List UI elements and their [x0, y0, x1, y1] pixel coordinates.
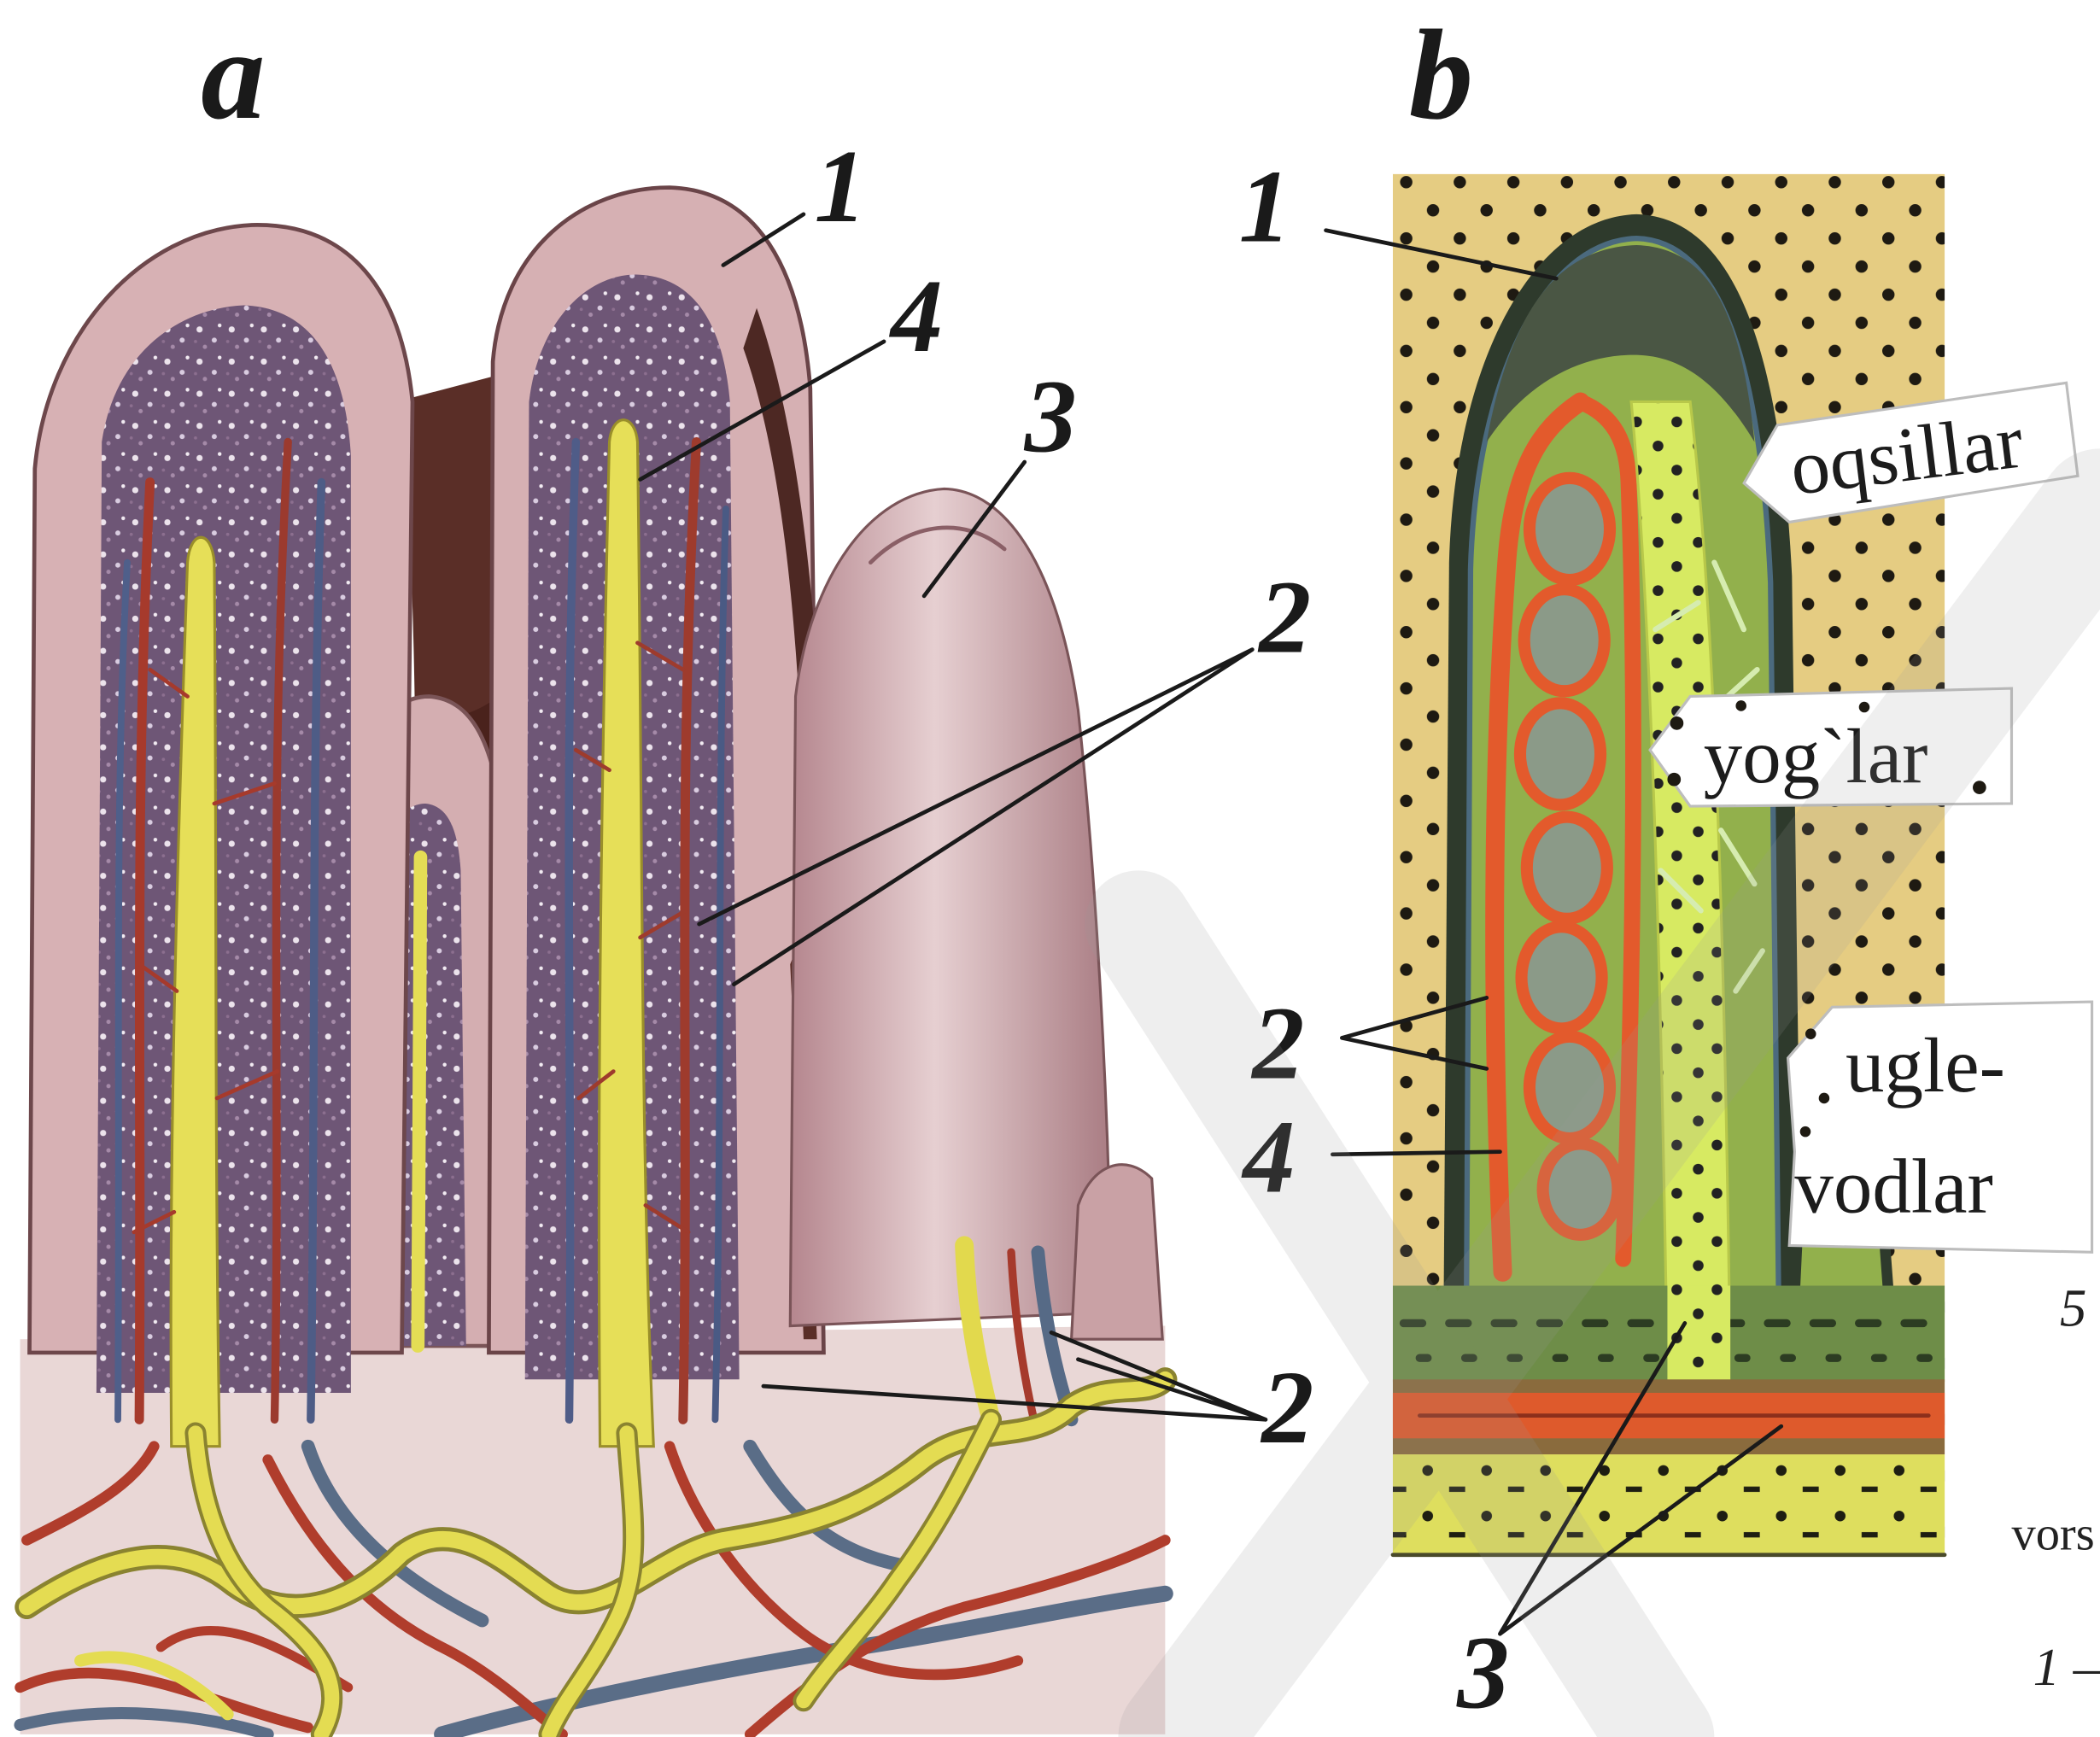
callout-middle: yog`lar: [1650, 688, 2011, 806]
fat-droplet-dot: [1859, 702, 1870, 713]
villus-right-intact: [790, 488, 1162, 1419]
label-2-lower: 2: [1260, 1350, 1313, 1465]
label-1: 1: [814, 129, 866, 244]
capillary-loop: [1530, 478, 1610, 580]
label-1: 1: [1239, 149, 1291, 264]
label-2: 2: [1250, 985, 1304, 1101]
callout-bottom-text-line2: vodlar: [1794, 1143, 1992, 1229]
panel-b: b: [1239, 3, 2092, 1730]
caption-fragments: 5 vors 1 –: [2011, 1278, 2100, 1697]
callout-middle-text: yog`lar: [1704, 713, 1928, 799]
label-2-upper: 2: [1257, 560, 1311, 676]
callout-bottom: ugle- vodlar: [1788, 1002, 2092, 1252]
lacteal: [418, 857, 420, 1346]
fat-droplet-dot: [1670, 716, 1684, 730]
villus-center-sectioned: [488, 188, 823, 1447]
caption-item-fragment: 1 –: [2033, 1637, 2100, 1697]
villus-outline: [790, 488, 1111, 1325]
carbohydrate-dot: [1805, 1028, 1816, 1039]
label-4: 4: [889, 259, 943, 374]
carbohydrate-dot: [1800, 1126, 1811, 1138]
label-3: 3: [1024, 359, 1077, 474]
villus-left-sectioned: [30, 225, 413, 1446]
caption-figure-number: 5: [2060, 1278, 2086, 1338]
label-4: 4: [1241, 1100, 1295, 1215]
caption-word-fragment: vors: [2011, 1507, 2094, 1560]
carbohydrate-dot: [1819, 1093, 1830, 1104]
capillary-loop: [1527, 817, 1607, 919]
capillary-loop: [1522, 927, 1602, 1028]
capillary-loop: [1524, 589, 1605, 691]
panel-b-title: b: [1409, 3, 1473, 146]
capillary-loop: [1520, 703, 1600, 804]
lymph-layer: [1393, 1454, 1945, 1556]
villus-outline: [1072, 1165, 1163, 1340]
panel-a: a: [20, 3, 1314, 1734]
label-3: 3: [1456, 1615, 1509, 1730]
fat-droplet-dot: [1667, 773, 1681, 787]
fat-droplet-dot: [1973, 781, 1986, 794]
leader-line-4: [1332, 1152, 1500, 1155]
capillary-loop: [1543, 1143, 1618, 1235]
fat-droplet-dot: [1735, 700, 1746, 711]
panel-a-illustration: [20, 188, 1166, 1734]
panel-a-title: a: [201, 3, 265, 146]
capillary-loop: [1530, 1037, 1610, 1138]
callout-bottom-text-line1: ugle-: [1846, 1022, 2005, 1108]
